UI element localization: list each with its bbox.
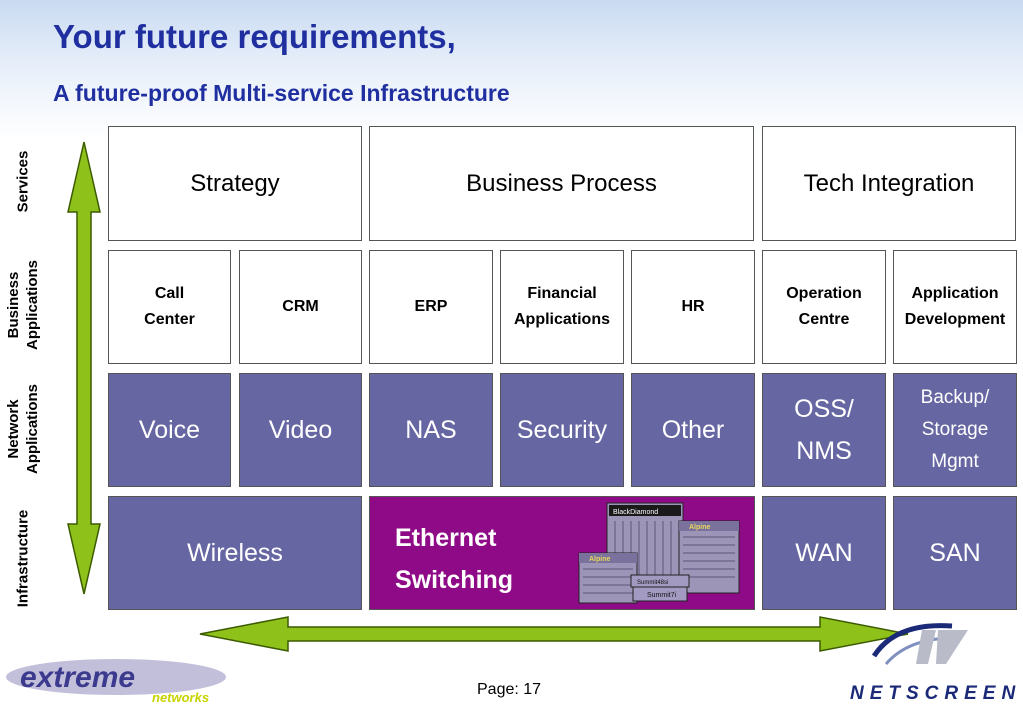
app-application-development: Application Development: [893, 250, 1017, 364]
row-label-business-line2: Applications: [24, 260, 41, 351]
net-security: Security: [500, 373, 624, 487]
horizontal-double-arrow: [199, 616, 909, 652]
net-nas: NAS: [369, 373, 493, 487]
row-label-network-line2: Applications: [24, 384, 41, 475]
app-operation-centre: Operation Centre: [762, 250, 886, 364]
extreme-logo-text: extreme: [20, 661, 135, 694]
row-label-infrastructure-text: Infrastructure: [14, 509, 32, 608]
net-video: Video: [239, 373, 362, 487]
net-oss-nms: OSS/ NMS: [762, 373, 886, 487]
infra-san: SAN: [893, 496, 1017, 610]
net-other: Other: [631, 373, 755, 487]
service-business-process: Business Process: [369, 126, 754, 241]
app-hr: HR: [631, 250, 755, 364]
netscreen-emblem-icon: [871, 623, 968, 665]
extreme-networks-logo: extreme networks: [6, 659, 226, 705]
ethernet-switching-label: Ethernet Switching: [395, 524, 514, 594]
switch-hardware-image: BlackDiamond Alpine Alpine Summit48si Su…: [578, 502, 740, 604]
netscreen-logo-text: NETSCREEN: [850, 683, 1022, 704]
row-label-infrastructure: Infrastructure: [14, 494, 33, 624]
slide-title: Your future requirements,: [53, 18, 456, 55]
infra-wireless: Wireless: [108, 496, 362, 610]
row-label-services: Services: [14, 117, 33, 247]
summit48-label: Summit48si: [637, 580, 668, 586]
net-voice: Voice: [108, 373, 231, 487]
infra-wan: WAN: [762, 496, 886, 610]
app-erp: ERP: [369, 250, 493, 364]
app-crm: CRM: [239, 250, 362, 364]
vertical-double-arrow: [67, 141, 101, 595]
row-label-services-text: Services: [14, 150, 32, 213]
row-label-network-line1: Network: [5, 399, 22, 459]
infra-ethernet-switching: Ethernet Switching BlackDiamond Alpine A…: [369, 496, 755, 610]
blackdiamond-label: BlackDiamond: [613, 509, 658, 516]
app-call-center: Call Center: [108, 250, 231, 364]
alpine-top-label: Alpine: [689, 524, 710, 531]
page-number: Page: 17: [477, 681, 542, 698]
app-financial: Financial Applications: [500, 250, 624, 364]
row-label-business-line1: Business: [5, 271, 22, 339]
networks-logo-text: networks: [152, 690, 209, 705]
service-tech-integration: Tech Integration: [762, 126, 1016, 241]
service-strategy: Strategy: [108, 126, 362, 241]
row-label-business-applications: Business Applications: [4, 240, 42, 370]
slide-subtitle: A future-proof Multi-service Infrastruct…: [53, 80, 510, 106]
row-label-network-applications: Network Applications: [4, 364, 42, 494]
alpine-front-label: Alpine: [589, 556, 610, 563]
net-backup-storage: Backup/ Storage Mgmt: [893, 373, 1017, 487]
summit7i-label: Summit7i: [647, 592, 677, 599]
